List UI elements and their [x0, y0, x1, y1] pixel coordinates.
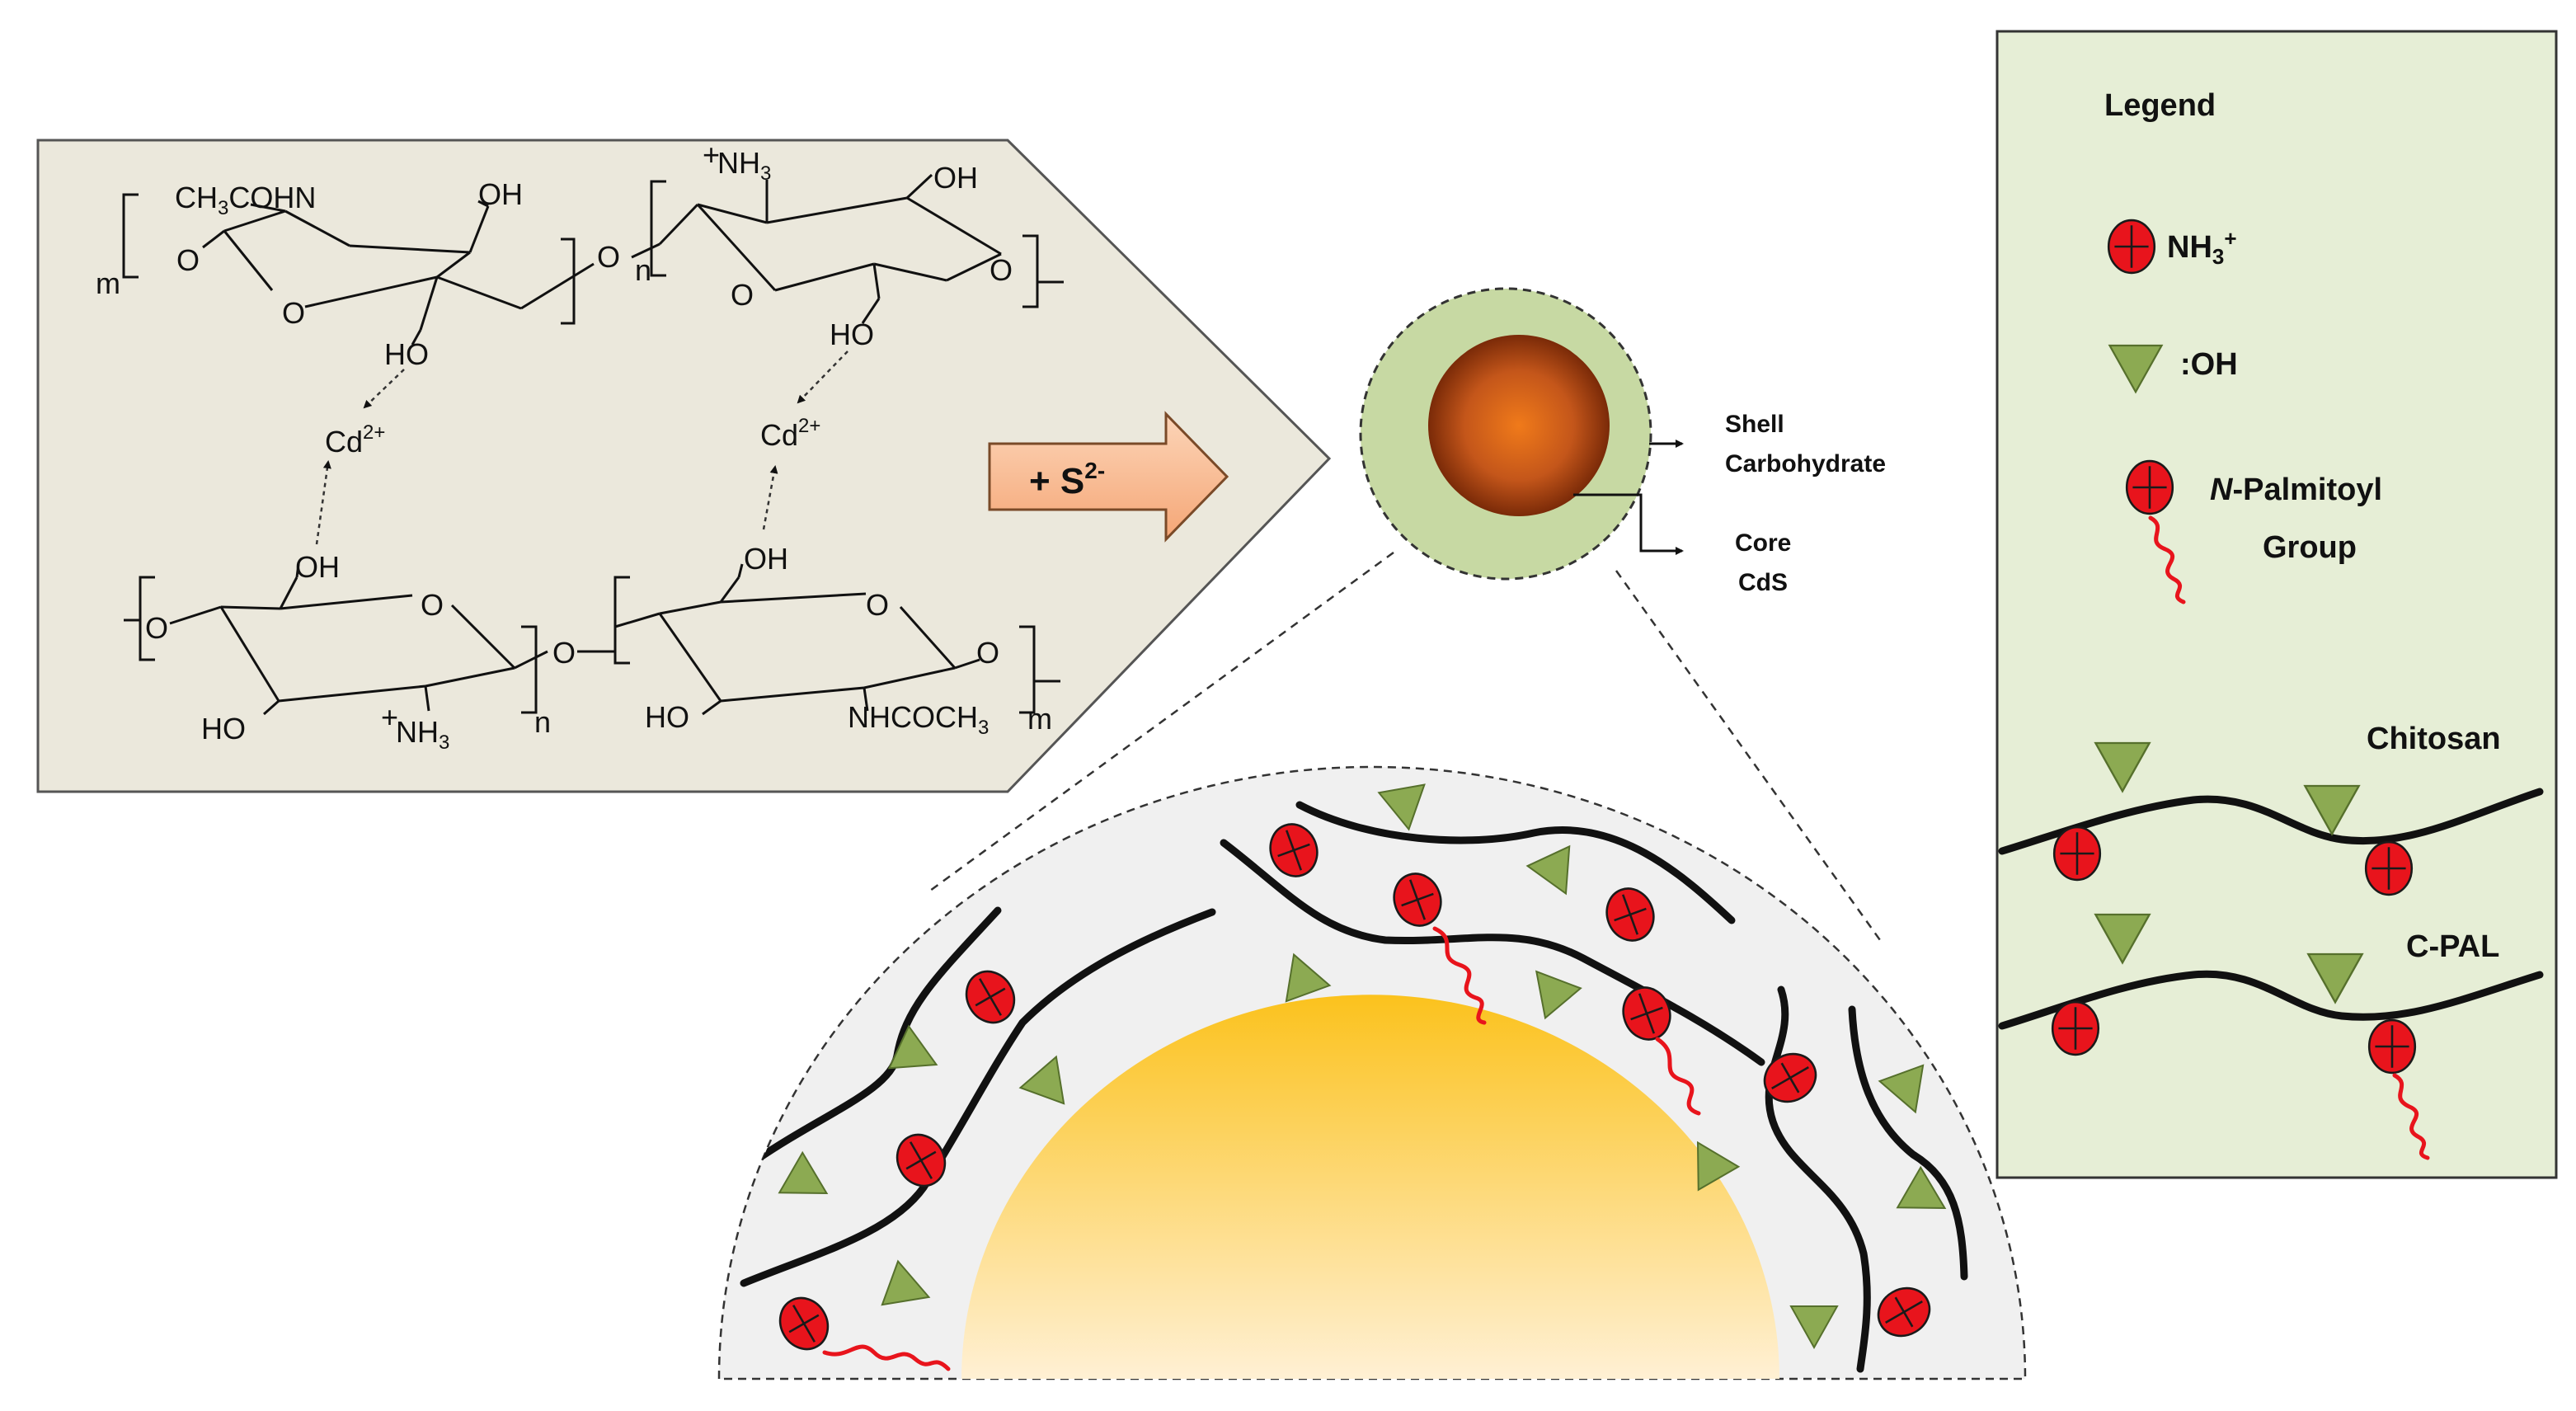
core-pointer: [1573, 493, 1684, 555]
chitosan-nh3-icon: [2364, 840, 2414, 896]
cpal-palmitoyl-tail: [2392, 1073, 2430, 1160]
bottom-left-ring-oxygen: O: [421, 588, 444, 622]
palmitoyl-legend-label: N-Palmitoyl: [2210, 473, 2382, 507]
sulfide-arrow-label: + S2-: [1029, 458, 1105, 501]
bottom-right-repeat-m: m: [1027, 702, 1052, 736]
core-shell-nanoparticle: Shell Carbohydrate Core CdS: [929, 287, 1886, 941]
cpal-legend-label: C-PAL: [2406, 929, 2499, 964]
top-right-ring-oxygen: O: [731, 278, 754, 312]
sulfide-addition-arrow: + S2-: [988, 411, 1229, 543]
top-right-glucosamine-unit: [631, 173, 1064, 324]
bottom-right-glucosamine-unit: [577, 563, 1060, 716]
top-left-ho-label: HO: [384, 337, 429, 371]
nh3-legend-label: NH3+: [2167, 226, 2237, 269]
bottom-left-ho-label: HO: [201, 712, 246, 745]
legend-title: Legend: [2104, 88, 2216, 123]
top-left-repeat-m: m: [96, 266, 120, 300]
top-right-repeat-n: n: [635, 253, 651, 287]
oh-legend-label: :OH: [2180, 347, 2238, 382]
shell-label: Shell Carbohydrate: [1725, 411, 1886, 477]
palmitoyl-legend-icon: [2125, 459, 2174, 515]
bottom-left-link-oxygen: O: [145, 611, 168, 645]
legend-background: [1995, 30, 2558, 1179]
chitosan-nh3-icon: [2052, 825, 2102, 882]
palmitoyl-legend-label-line2: Group: [2263, 530, 2357, 565]
bottom-right-oh-label: OH: [744, 542, 788, 576]
top-right-link-oxygen-mid: O: [597, 240, 620, 274]
bottom-right-ring-oxygen: O: [866, 588, 889, 622]
top-left-glucosamine-unit: [122, 193, 595, 346]
cd-coordination-arrows: [315, 350, 848, 545]
bottom-left-nh3-label: NH3: [396, 715, 449, 754]
cpal-legend-chain: [1998, 970, 2544, 1030]
bottom-left-repeat-n: n: [534, 705, 551, 739]
top-right-ho-label: HO: [830, 317, 874, 351]
top-right-link-oxygen-right: O: [990, 253, 1013, 287]
bottom-left-link-oxygen-mid: O: [552, 636, 576, 670]
legend-panel: Legend NH3+ :OH N-Palmitoyl Group Chitos…: [1995, 30, 2558, 1179]
cd-ion-right: Cd2+: [760, 415, 820, 452]
cpal-nh3-icon: [2367, 1018, 2417, 1075]
zoomed-shell-view: [717, 765, 2027, 1380]
acetyl-group-label: CH3COHN: [175, 181, 316, 219]
top-left-link-oxygen: O: [176, 243, 200, 277]
zoom-guide-left: [929, 551, 1394, 892]
nh3-legend-icon: [2107, 219, 2156, 275]
top-left-oh-label: OH: [478, 177, 523, 211]
reaction-panel-background: [36, 139, 1332, 793]
zoom-guide-right: [1615, 570, 1882, 941]
bottom-right-nhcoch3-label: NHCOCH3: [848, 700, 989, 739]
palmitoyl-tails-dome: [822, 926, 1701, 1371]
top-right-plus: +: [703, 138, 720, 172]
chitosan-legend-label: Chitosan: [2367, 722, 2501, 756]
reaction-panel: CH3COHN OH O O m HO + NH3 OH O O: [36, 138, 1332, 793]
bottom-right-link-oxygen: O: [976, 636, 999, 670]
top-left-ring-oxygen: O: [282, 296, 305, 330]
core-label: Core CdS: [1735, 529, 1798, 596]
top-right-oh-label: OH: [933, 161, 978, 195]
gold-core-dome: [961, 995, 1779, 1379]
bottom-left-plus: +: [381, 700, 398, 734]
top-right-nh3-label: NH3: [717, 146, 771, 185]
bottom-right-ho-label: HO: [645, 700, 689, 734]
bottom-left-oh-label: OH: [295, 550, 340, 584]
cpal-nh3-icon: [2051, 1000, 2100, 1056]
palmitoyl-legend-tail: [2148, 515, 2186, 604]
cd-ion-left: Cd2+: [325, 421, 385, 459]
cds-core: [1428, 335, 1610, 516]
chitosan-legend-chain: [1998, 788, 2544, 855]
bottom-left-glucosamine-unit: [124, 563, 548, 716]
